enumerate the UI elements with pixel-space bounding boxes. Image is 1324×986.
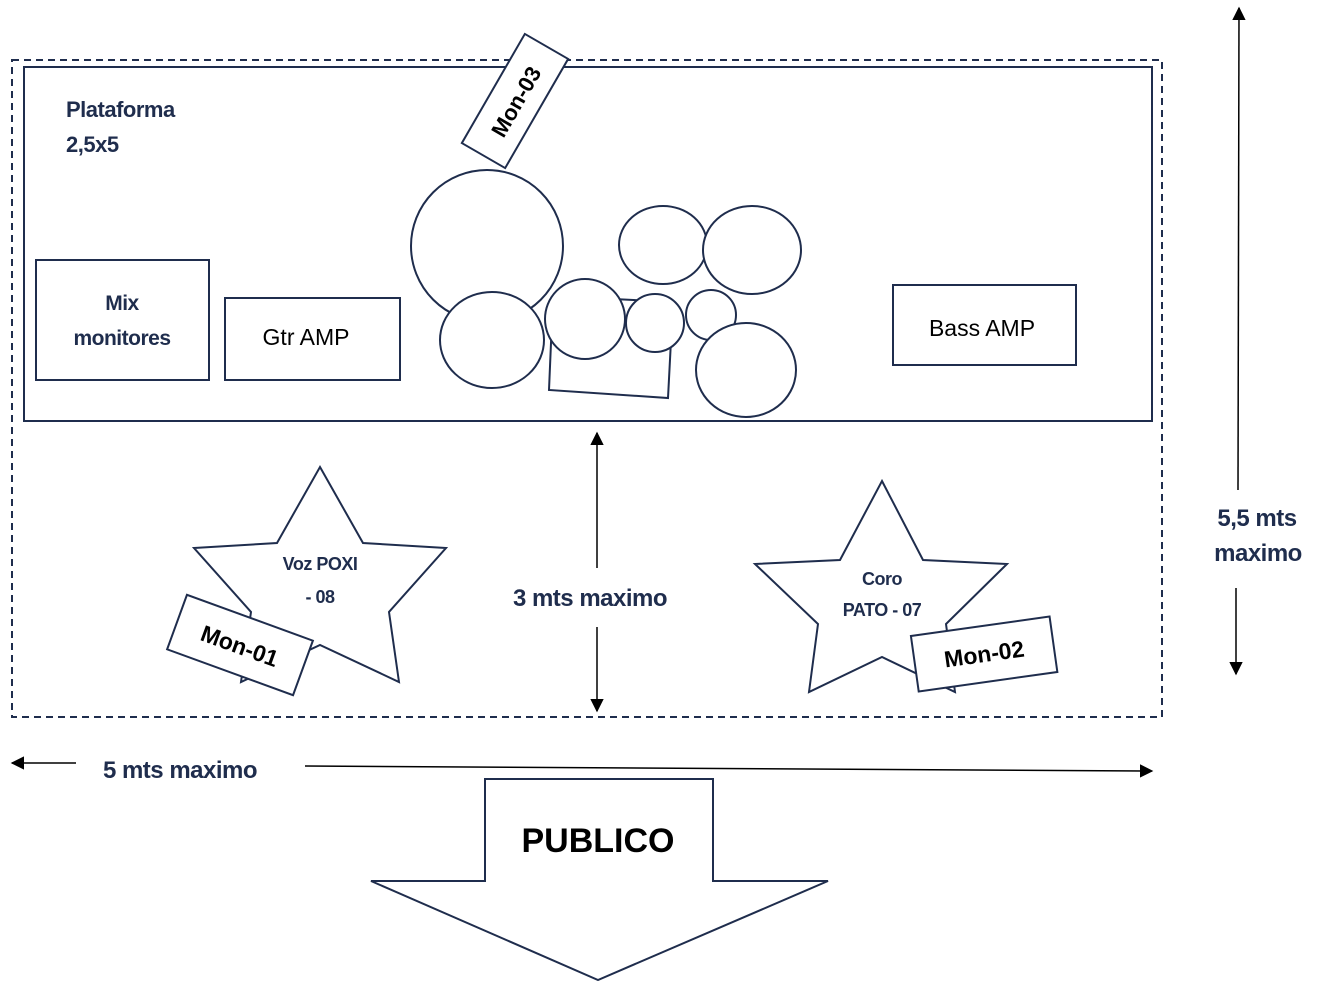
stage-boundary	[11, 59, 1163, 718]
voz-label-line2: - 08	[305, 587, 335, 607]
depth-dimension: 3 mts maximo	[513, 431, 668, 713]
depth-label: 3 mts maximo	[513, 585, 667, 612]
width-arrow-right	[304, 764, 1154, 778]
coro-label-line1: Coro	[862, 569, 902, 589]
height-label-line2: maximo	[1214, 540, 1302, 567]
floor-tom	[439, 291, 545, 389]
audience-label: PUBLICO	[522, 822, 675, 860]
width-dimension: 5 mts maximo	[10, 756, 1154, 784]
monitor-mon-03: Mon-03	[460, 32, 570, 170]
mix-monitores-box: Mix monitores	[35, 259, 210, 381]
platform-label-line2: 2,5x5	[66, 132, 119, 157]
bass-amp-box: Bass AMP	[892, 284, 1077, 366]
width-label: 5 mts maximo	[103, 757, 257, 784]
platform-label: Plataforma 2,5x5	[66, 97, 176, 157]
platform-label-line1: Plataforma	[66, 97, 176, 122]
height-label-line1: 5,5 mts	[1217, 505, 1296, 532]
bass-amp-label: Bass AMP	[929, 315, 1035, 341]
height-arrow-up	[1232, 6, 1246, 491]
audience-arrow-icon: PUBLICO	[370, 778, 829, 982]
rack-tom-2	[702, 205, 802, 295]
rack-tom-1	[618, 205, 708, 285]
voz-label-line1: Voz POXI	[283, 554, 358, 574]
coro-label-line2: PATO - 07	[843, 600, 922, 620]
cymbal	[695, 322, 797, 418]
drum-kit-icon: Mon-03	[410, 32, 802, 418]
gtr-amp-box: Gtr AMP	[224, 297, 401, 381]
monitor-mon-01: Mon-01	[165, 593, 315, 697]
hi-hat	[625, 293, 685, 353]
platform	[23, 66, 1153, 422]
gtr-amp-label: Gtr AMP	[263, 324, 350, 350]
monitor-mon-02: Mon-02	[909, 615, 1059, 693]
mix-label-line1: Mix	[105, 292, 139, 315]
height-dimension: 5,5 mts maximo	[1214, 6, 1302, 676]
snare-drum	[544, 278, 626, 360]
mix-label-line2: monitores	[73, 327, 170, 350]
